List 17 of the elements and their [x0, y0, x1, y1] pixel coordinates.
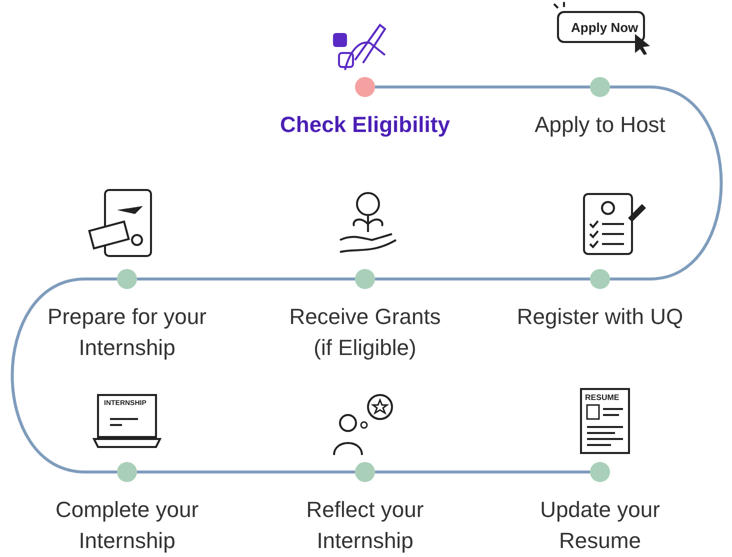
- connector-line: [137, 278, 355, 280]
- connector-line: [375, 86, 590, 88]
- step-title: Register with UQ: [516, 303, 684, 331]
- step-title: Update your Resume: [539, 496, 661, 555]
- connector-line: [375, 470, 590, 474]
- icon-text: Apply Now: [571, 20, 638, 35]
- connector-line: [375, 278, 590, 280]
- connector-line: [137, 470, 355, 474]
- icon-text: RESUME: [585, 393, 620, 402]
- step-title: Reflect your Internship: [305, 496, 425, 555]
- step-title: Check Eligibility: [280, 111, 450, 139]
- step-title: Complete your Internship: [54, 496, 200, 555]
- step-title: Receive Grants (if Eligible): [288, 303, 442, 362]
- step-title: Apply to Host: [534, 111, 666, 139]
- step-title: Prepare for your Internship: [46, 303, 208, 362]
- connector-line: [610, 86, 723, 280]
- connector-line: [10, 278, 117, 474]
